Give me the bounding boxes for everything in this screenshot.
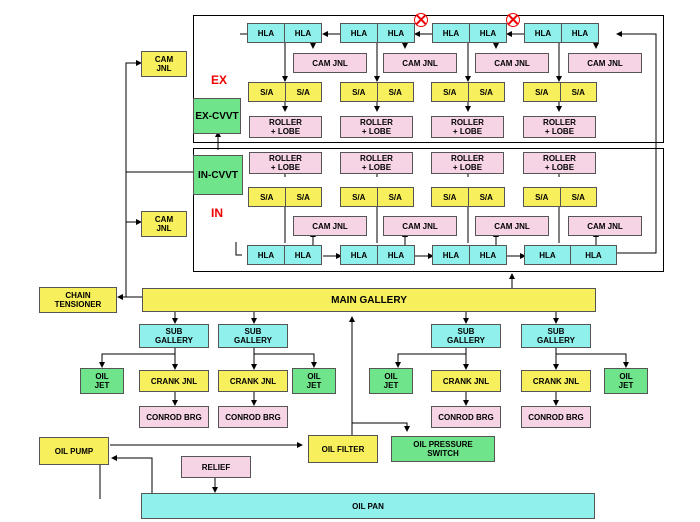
sa-label: S/A xyxy=(535,192,549,202)
in-cam-jnl-3: CAM JNL xyxy=(475,216,549,236)
ex-cam-jnl-2: CAM JNL xyxy=(383,53,457,73)
sa-label: S/A xyxy=(352,87,366,97)
in-roller-lobe-4: ROLLER + LOBE xyxy=(523,152,596,174)
in-cam-jnl-2: CAM JNL xyxy=(383,216,457,236)
sa-label: S/A xyxy=(559,83,597,101)
conrod-brg-1: CONROD BRG xyxy=(139,406,209,428)
sa-label: S/A xyxy=(260,192,274,202)
in-sa-pair-4: S/A S/A xyxy=(523,187,597,207)
in-roller-lobe-2: ROLLER + LOBE xyxy=(340,152,413,174)
in-cam-jnl-1: CAM JNL xyxy=(293,216,367,236)
in-roller-lobe-1: ROLLER + LOBE xyxy=(249,152,322,174)
in-hla-pair-3: HLA HLA xyxy=(432,245,507,265)
sub-gallery-4: SUB GALLERY xyxy=(521,324,591,348)
oil-jet-1: OIL JET xyxy=(80,368,124,394)
cam-jnl-intake-side: CAM JNL xyxy=(141,211,187,237)
hla-label: HLA xyxy=(257,250,275,260)
sa-label: S/A xyxy=(443,192,457,202)
ex-hla-pair-2: HLA HLA xyxy=(340,23,415,43)
crank-jnl-1: CRANK JNL xyxy=(139,370,209,392)
ex-hla-pair-3: HLA HLA xyxy=(432,23,507,43)
crank-jnl-4: CRANK JNL xyxy=(521,370,591,392)
oil-jet-3: OIL JET xyxy=(369,368,413,394)
hla-label: HLA xyxy=(561,24,598,42)
hla-label: HLA xyxy=(469,246,506,264)
sa-label: S/A xyxy=(284,83,322,101)
shutoff-valve-icon xyxy=(414,13,428,27)
conrod-brg-4: CONROD BRG xyxy=(521,406,591,428)
hla-label: HLA xyxy=(570,246,616,264)
hla-label: HLA xyxy=(257,28,275,38)
in-cvvt-box: IN-CVVT xyxy=(193,155,243,195)
hla-label: HLA xyxy=(469,24,506,42)
relief-valve-box: RELIEF xyxy=(181,456,251,478)
chain-tensioner-box: CHAIN TENSIONER xyxy=(39,287,117,313)
ex-hla-pair-1: HLA HLA xyxy=(247,23,322,43)
shutoff-valve-icon xyxy=(506,13,520,27)
exhaust-label: EX xyxy=(211,73,228,87)
in-sa-pair-1: S/A S/A xyxy=(248,187,322,207)
sa-label: S/A xyxy=(467,188,505,206)
in-roller-lobe-3: ROLLER + LOBE xyxy=(431,152,504,174)
ex-roller-lobe-2: ROLLER + LOBE xyxy=(340,116,413,138)
oil-pan-box: OIL PAN xyxy=(141,493,595,519)
ex-sa-pair-4: S/A S/A xyxy=(523,82,597,102)
exhaust-head-frame xyxy=(193,15,664,143)
ex-hla-pair-4: HLA HLA xyxy=(524,23,599,43)
oil-pump-box: OIL PUMP xyxy=(39,437,109,465)
oil-jet-4: OIL JET xyxy=(604,368,648,394)
ex-sa-pair-1: S/A S/A xyxy=(248,82,322,102)
ex-sa-pair-2: S/A S/A xyxy=(340,82,414,102)
in-cam-jnl-4: CAM JNL xyxy=(568,216,642,236)
ex-cam-jnl-4: CAM JNL xyxy=(568,53,642,73)
in-sa-pair-3: S/A S/A xyxy=(431,187,505,207)
hla-label: HLA xyxy=(442,250,460,260)
crank-jnl-3: CRANK JNL xyxy=(431,370,501,392)
sa-label: S/A xyxy=(376,83,414,101)
in-hla-pair-2: HLA HLA xyxy=(340,245,415,265)
sa-label: S/A xyxy=(467,83,505,101)
ex-cam-jnl-1: CAM JNL xyxy=(293,53,367,73)
cam-jnl-exhaust-side: CAM JNL xyxy=(141,51,187,77)
in-sa-pair-2: S/A S/A xyxy=(340,187,414,207)
hla-label: HLA xyxy=(350,28,368,38)
conrod-brg-2: CONROD BRG xyxy=(218,406,288,428)
sa-label: S/A xyxy=(352,192,366,202)
hla-label: HLA xyxy=(350,250,368,260)
hla-label: HLA xyxy=(284,246,321,264)
in-hla-pair-1: HLA HLA xyxy=(247,245,322,265)
sa-label: S/A xyxy=(535,87,549,97)
conrod-brg-3: CONROD BRG xyxy=(431,406,501,428)
sa-label: S/A xyxy=(260,87,274,97)
crank-jnl-2: CRANK JNL xyxy=(218,370,288,392)
sa-label: S/A xyxy=(443,87,457,97)
sub-gallery-1: SUB GALLERY xyxy=(139,324,209,348)
main-gallery-box: MAIN GALLERY xyxy=(142,288,596,312)
intake-label: IN xyxy=(211,206,223,220)
sub-gallery-3: SUB GALLERY xyxy=(431,324,501,348)
in-hla-pair-4: HLA HLA xyxy=(524,245,617,265)
ex-cam-jnl-3: CAM JNL xyxy=(475,53,549,73)
hla-label: HLA xyxy=(377,24,414,42)
ex-roller-lobe-3: ROLLER + LOBE xyxy=(431,116,504,138)
ex-roller-lobe-4: ROLLER + LOBE xyxy=(523,116,596,138)
hla-label: HLA xyxy=(534,28,552,38)
oil-pressure-switch-box: OIL PRESSURE SWITCH xyxy=(391,436,495,462)
hla-label: HLA xyxy=(284,24,321,42)
oil-filter-box: OIL FILTER xyxy=(308,435,378,463)
sub-gallery-2: SUB GALLERY xyxy=(218,324,288,348)
ex-roller-lobe-1: ROLLER + LOBE xyxy=(249,116,322,138)
sa-label: S/A xyxy=(559,188,597,206)
oil-jet-2: OIL JET xyxy=(292,368,336,394)
hla-label: HLA xyxy=(442,28,460,38)
ex-cvvt-box: EX-CVVT xyxy=(193,98,241,134)
hla-label: HLA xyxy=(539,250,556,260)
sa-label: S/A xyxy=(376,188,414,206)
hla-label: HLA xyxy=(377,246,414,264)
intake-head-frame xyxy=(193,148,664,272)
ex-sa-pair-3: S/A S/A xyxy=(431,82,505,102)
sa-label: S/A xyxy=(284,188,322,206)
